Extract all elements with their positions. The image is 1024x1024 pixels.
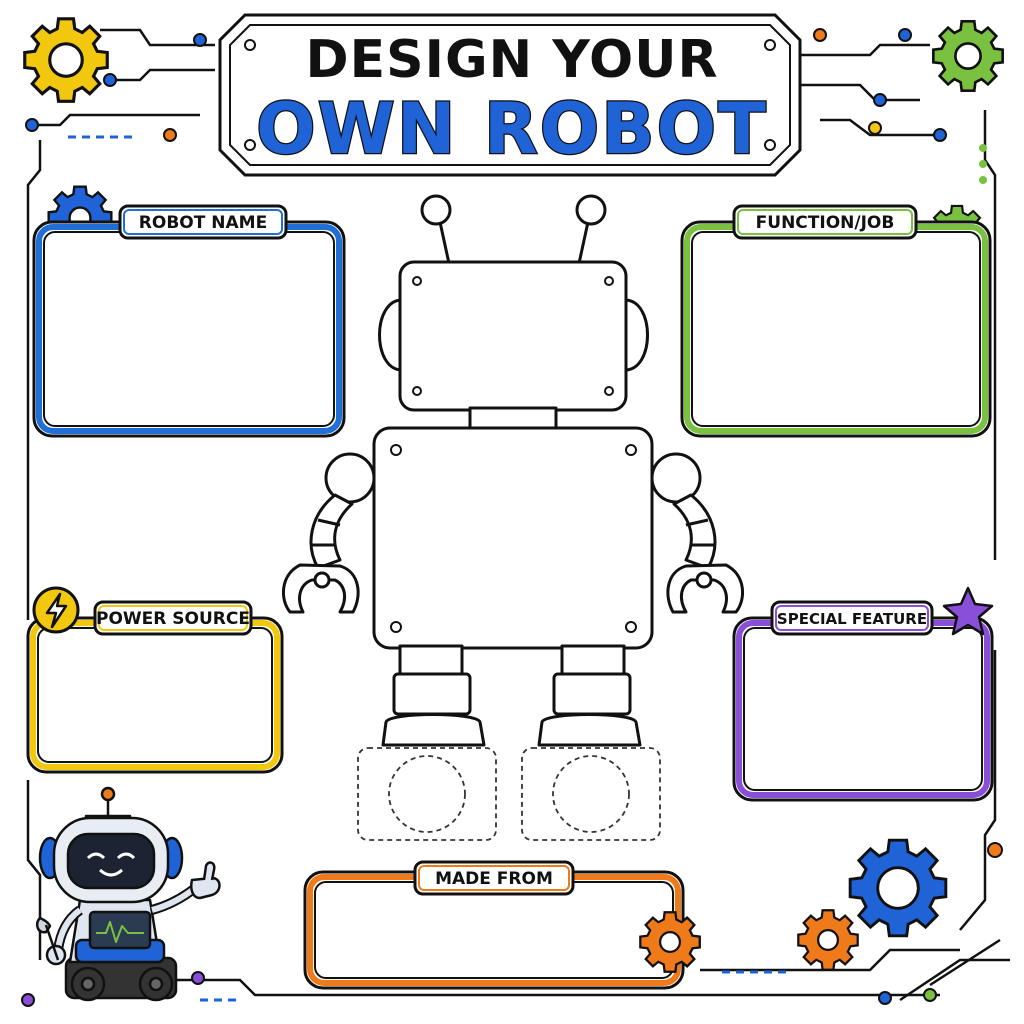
- made-from-label: MADE FROM: [435, 869, 553, 889]
- gear-icon: [932, 20, 1004, 92]
- special-feature-label: SPECIAL FEATURE: [777, 610, 927, 628]
- robot-name-tag: ROBOT NAME: [118, 204, 288, 240]
- special-feature-tag: SPECIAL FEATURE: [770, 600, 934, 636]
- function-job-label: FUNCTION/JOB: [756, 213, 895, 233]
- page-title: DESIGN YOUR: [305, 30, 718, 90]
- robot-name-box[interactable]: [32, 220, 346, 438]
- lightning-icon: [32, 586, 80, 634]
- robot-outline: [281, 194, 745, 747]
- function-job-box[interactable]: [680, 220, 992, 438]
- wheel-placeholders: [357, 747, 661, 841]
- robot-name-label: ROBOT NAME: [139, 213, 267, 233]
- special-feature-box[interactable]: [732, 616, 994, 802]
- circuit-nodes: [21, 28, 1003, 1007]
- power-source-label: POWER SOURCE: [96, 609, 250, 629]
- power-source-box[interactable]: [26, 616, 284, 774]
- dash-marks: [68, 135, 790, 1002]
- made-from-tag: MADE FROM: [413, 860, 575, 896]
- dot-column: [979, 144, 987, 184]
- robot-bolts: [390, 276, 637, 633]
- gear-icon: [848, 838, 948, 938]
- gear-icon: [23, 17, 109, 103]
- title-plaque: DESIGN YOUR OWN ROBOT: [218, 13, 802, 177]
- function-job-tag: FUNCTION/JOB: [732, 204, 918, 240]
- robot-mascot: [35, 786, 221, 1002]
- gear-icon: [797, 909, 859, 971]
- star-icon: [942, 586, 994, 636]
- gear-icon: [639, 911, 701, 973]
- page-subtitle: OWN ROBOT: [256, 88, 768, 170]
- power-source-tag: POWER SOURCE: [93, 600, 253, 636]
